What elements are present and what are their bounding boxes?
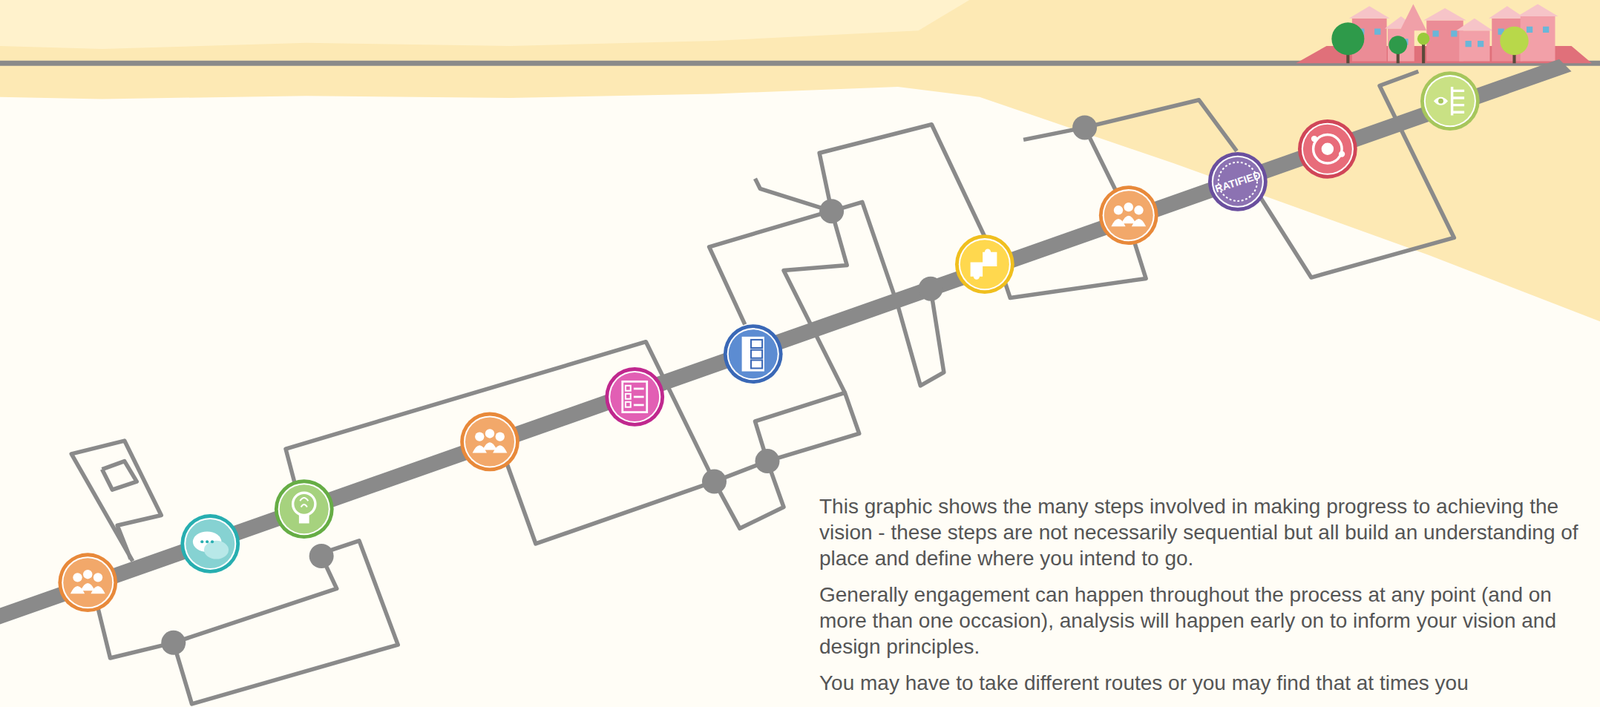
junctions	[161, 115, 1097, 655]
intro-note: This graphic shows the many steps involv…	[819, 493, 1592, 572]
step-icon	[1297, 119, 1358, 179]
junction-dot	[819, 198, 844, 224]
junction-dot	[309, 543, 334, 569]
sky-light	[0, 0, 970, 49]
sky-band	[0, 0, 1600, 322]
junction-dot	[702, 469, 727, 495]
step-icon	[955, 234, 1015, 294]
side-route	[285, 342, 715, 544]
side-route	[831, 201, 944, 386]
side-routes	[71, 71, 1454, 705]
step-icon	[1420, 71, 1480, 131]
side-route	[709, 212, 827, 325]
step-icon	[274, 479, 334, 539]
step-icon	[57, 552, 118, 613]
side-route	[1023, 100, 1237, 152]
junction-dot	[161, 630, 186, 656]
engagement-note: Generally engagement can happen througho…	[819, 581, 1592, 660]
step-icon	[604, 367, 665, 427]
step-icon	[1099, 185, 1159, 245]
junction-dot	[1072, 115, 1097, 140]
step-icon	[180, 514, 240, 574]
side-route	[102, 461, 138, 491]
junction-dot	[755, 448, 780, 474]
town	[1295, 4, 1592, 64]
step-icon	[460, 412, 520, 472]
step-icon	[1208, 152, 1268, 212]
side-route	[783, 211, 847, 394]
step-icon	[723, 324, 783, 384]
junction-dot	[918, 276, 944, 302]
routes-note: You may have to take different routes or…	[819, 670, 1592, 697]
side-route	[71, 440, 162, 562]
